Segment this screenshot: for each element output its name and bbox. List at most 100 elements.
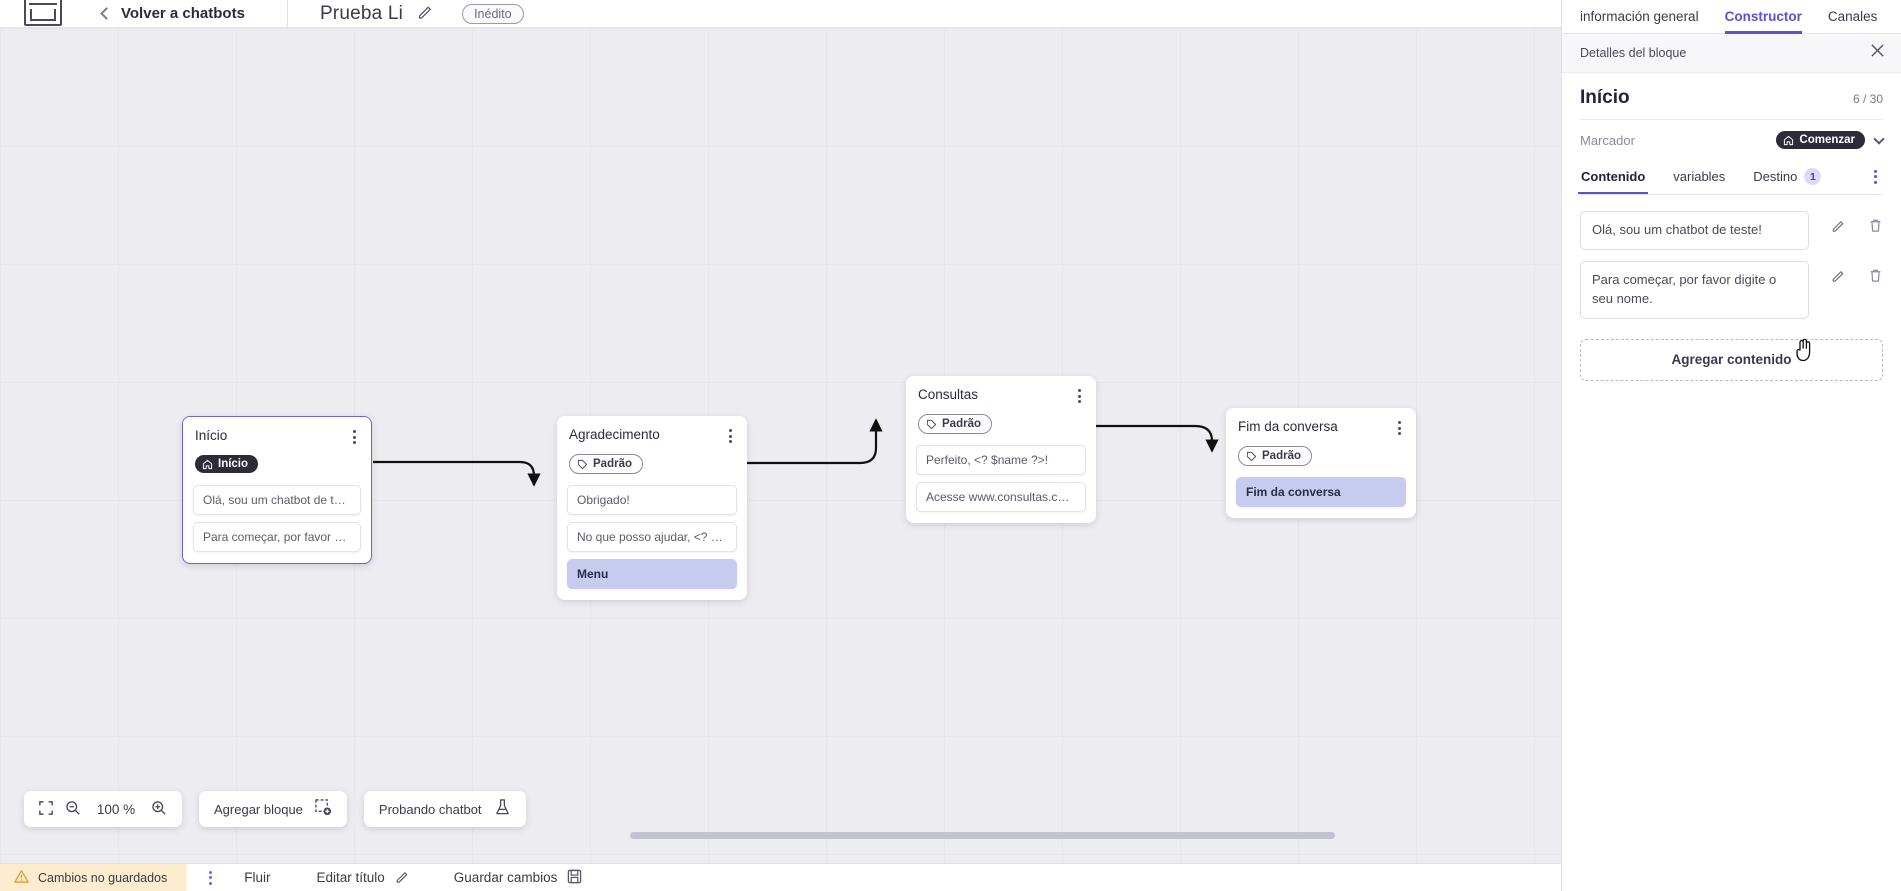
node-tag-label: Padrão xyxy=(942,418,981,430)
node-message-menu[interactable]: Menu xyxy=(567,558,737,589)
node-title: Início xyxy=(195,428,228,443)
pencil-icon[interactable] xyxy=(1831,268,1846,288)
zoom-out-icon[interactable] xyxy=(65,800,81,819)
bottom-more-options-icon[interactable] xyxy=(209,870,213,885)
add-block-button[interactable]: Agregar bloque xyxy=(199,791,347,827)
tab-constructor[interactable]: Constructor xyxy=(1724,0,1803,34)
trash-icon[interactable] xyxy=(1868,268,1883,288)
zoom-in-icon[interactable] xyxy=(151,800,167,819)
close-icon[interactable] xyxy=(1870,43,1885,63)
node-messages: Obrigado! No que posso ajudar, <? $name … xyxy=(557,484,747,600)
flow-canvas[interactable]: Início Início Olá, sou um chatbot de tes… xyxy=(0,28,1561,863)
chevron-left-icon xyxy=(100,7,113,20)
panel-block-title: Início xyxy=(1580,87,1630,108)
node-tag: Padrão xyxy=(569,454,643,474)
trash-icon[interactable] xyxy=(1868,218,1883,238)
marker-control[interactable]: Comenzar xyxy=(1776,131,1885,149)
marker-value-badge[interactable]: Comenzar xyxy=(1776,131,1865,149)
bottom-bar: Cambios no guardados Fluir Editar título… xyxy=(0,863,1561,891)
scrollbar-thumb[interactable] xyxy=(630,832,1335,839)
node-menu-icon[interactable] xyxy=(1075,387,1084,405)
node-message[interactable]: Fim da conversa xyxy=(1236,476,1406,507)
node-tag-label: Padrão xyxy=(593,458,632,470)
back-to-chatbots-link[interactable]: Volver a chatbots xyxy=(100,5,245,22)
node-header: Agradecimento Padrão xyxy=(557,416,747,485)
top-bar: Volver a chatbots Prueba Li Inédito xyxy=(0,0,1561,29)
content-item: Olá, sou um chatbot de teste! xyxy=(1580,211,1883,250)
add-block-icon xyxy=(315,799,332,819)
chevron-down-icon[interactable] xyxy=(1873,132,1885,145)
test-chatbot-label: Probando chatbot xyxy=(378,801,482,817)
node-tag-label: Padrão xyxy=(1262,450,1301,462)
node-tag: Início xyxy=(195,455,259,473)
save-changes-label: Guardar cambios xyxy=(453,870,558,885)
flow-node-consultas[interactable]: Consultas Padrão Perfeito, <? $name ?>! … xyxy=(906,376,1096,523)
content-item-actions xyxy=(1809,261,1883,288)
app-logo[interactable] xyxy=(24,0,62,26)
node-menu-icon[interactable] xyxy=(726,427,735,445)
save-icon xyxy=(567,869,582,887)
add-content-button[interactable]: Agregar contenido xyxy=(1580,338,1883,381)
node-messages: Perfeito, <? $name ?>! Acesse www.consul… xyxy=(906,444,1096,523)
node-message[interactable]: Olá, sou um chatbot de teste! xyxy=(193,484,361,515)
tag-icon xyxy=(1246,451,1257,461)
edit-title-pencil-icon[interactable] xyxy=(417,3,434,25)
panel-subheader-title: Detalles del bloque xyxy=(1580,46,1687,60)
tab-canales[interactable]: Canales xyxy=(1827,9,1878,24)
node-tag: Padrão xyxy=(1238,446,1312,466)
flow-node-agradecimento[interactable]: Agradecimento Padrão Obrigado! No que po… xyxy=(557,416,747,600)
bottom-tab-fluir[interactable]: Fluir xyxy=(242,865,272,890)
unsaved-changes-label: Cambios no guardados xyxy=(38,870,168,885)
panel-char-count: 6 / 30 xyxy=(1852,92,1883,106)
canvas-horizontal-scrollbar[interactable] xyxy=(0,832,1561,841)
node-message[interactable]: Para começar, por favor digite o ... xyxy=(193,521,361,552)
node-menu-icon[interactable] xyxy=(350,428,359,446)
edit-title-button[interactable]: Editar título xyxy=(317,869,410,887)
content-item-text[interactable]: Olá, sou um chatbot de teste! xyxy=(1580,211,1809,250)
fit-screen-icon[interactable] xyxy=(39,800,53,818)
document-title: Prueba Li xyxy=(319,2,404,24)
node-message[interactable]: Acesse www.consultas.com par... xyxy=(916,481,1086,512)
marker-value-label: Comenzar xyxy=(1799,134,1855,146)
pencil-icon xyxy=(395,869,410,887)
node-title: Consultas xyxy=(918,387,979,402)
zoom-level-value: 100 % xyxy=(96,801,136,817)
save-changes-button[interactable]: Guardar cambios xyxy=(454,869,583,887)
tab-destino-label: Destino xyxy=(1753,169,1798,184)
content-item-actions xyxy=(1809,211,1883,238)
flow-node-fim-da-conversa[interactable]: Fim da conversa Padrão Fim da conversa xyxy=(1226,408,1416,518)
node-message[interactable]: Obrigado! xyxy=(567,484,737,515)
flask-icon xyxy=(494,799,511,819)
tab-informacion-general[interactable]: información general xyxy=(1580,9,1699,24)
node-tag: Padrão xyxy=(918,414,992,434)
node-menu-icon[interactable] xyxy=(1395,419,1404,437)
node-messages: Olá, sou um chatbot de teste! Para começ… xyxy=(183,484,371,563)
marker-label: Marcador xyxy=(1580,132,1635,148)
panel-subheader: Detalles del bloque xyxy=(1562,34,1901,73)
tab-contenido-label: Contenido xyxy=(1581,169,1646,184)
marker-row: Marcador Comenzar xyxy=(1580,120,1885,159)
tag-icon xyxy=(577,459,588,469)
content-item-list: Olá, sou um chatbot de teste! Para começ… xyxy=(1580,195,1883,319)
tab-variables-label: variables xyxy=(1673,169,1726,184)
zoom-controls: 100 % xyxy=(24,791,182,827)
pencil-icon[interactable] xyxy=(1831,218,1846,238)
node-header: Início Início xyxy=(183,417,371,485)
home-icon xyxy=(1784,135,1794,145)
warning-icon xyxy=(14,869,29,887)
test-chatbot-button[interactable]: Probando chatbot xyxy=(363,791,526,827)
node-message[interactable]: No que posso ajudar, <? $name ... xyxy=(567,521,737,552)
node-tag-label: Início xyxy=(218,458,249,470)
node-message[interactable]: Perfeito, <? $name ?>! xyxy=(916,444,1086,475)
tab-contenido[interactable]: Contenido xyxy=(1577,160,1649,194)
node-header: Fim da conversa Padrão xyxy=(1226,408,1416,477)
tag-icon xyxy=(926,419,937,429)
flow-node-inicio[interactable]: Início Início Olá, sou um chatbot de tes… xyxy=(182,416,372,564)
header-divider xyxy=(286,0,288,29)
panel-more-options-icon[interactable] xyxy=(1874,169,1877,184)
content-item-text[interactable]: Para começar, por favor digite o seu nom… xyxy=(1580,260,1809,319)
tab-destino[interactable]: Destino 1 xyxy=(1752,159,1822,194)
destino-count-badge: 1 xyxy=(1804,168,1822,185)
tab-variables[interactable]: variables xyxy=(1672,160,1726,193)
